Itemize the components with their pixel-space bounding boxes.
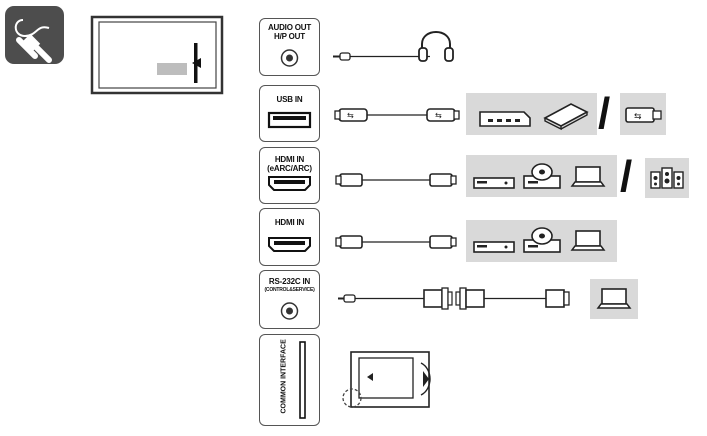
connection-icon <box>5 6 64 64</box>
usb-drive-box-icon <box>543 103 589 131</box>
laptop-icon <box>570 166 606 187</box>
usb-in-label: USB IN <box>276 95 303 104</box>
hdmi-in-label: HDMI IN <box>274 218 305 227</box>
hdmi-earc-label: HDMI IN (eARC/ARC) <box>267 155 312 173</box>
svg-text:⇆: ⇆ <box>347 111 354 120</box>
headphones-icon <box>418 31 454 62</box>
rs232c-label: RS-232C IN <box>268 277 311 286</box>
common-interface-port <box>259 334 320 426</box>
disc-player-icon <box>523 227 561 253</box>
usb-cable: ⇆ ⇆ <box>334 108 460 122</box>
set-top-box-icon <box>473 241 515 253</box>
audio-out-label: AUDIO OUT H/P OUT <box>267 23 312 41</box>
rs232c-sublabel: (CONTROL&SERVICE) <box>264 287 315 293</box>
ci-module-icon <box>342 351 431 408</box>
hdmi-earc-port: HDMI IN (eARC/ARC) <box>259 147 320 204</box>
rs232c-cable <box>338 287 570 310</box>
hdmi-in-cable <box>335 235 457 249</box>
external-hdd-icon <box>479 111 531 127</box>
audio-out-port: AUDIO OUT H/P OUT <box>259 18 320 76</box>
audio-cable <box>333 52 430 61</box>
rs232c-port: RS-232C IN (CONTROL&SERVICE) <box>259 270 320 329</box>
usb-stick-icon: ⇆ <box>625 107 662 123</box>
usb-in-port: USB IN <box>259 85 320 142</box>
svg-text:⇆: ⇆ <box>634 112 642 122</box>
set-top-box-icon <box>473 177 515 189</box>
hdmi-in-port: HDMI IN <box>259 208 320 266</box>
slash-separator-usb: / <box>598 89 611 138</box>
common-interface-label: COMMON INTERFACE <box>280 339 288 414</box>
laptop-icon <box>570 230 606 251</box>
disc-player-icon <box>523 163 561 189</box>
hdmi-earc-cable <box>335 173 457 187</box>
slash-separator-earc: / <box>620 152 633 201</box>
laptop-icon <box>596 288 632 309</box>
speaker-system-icon <box>650 167 684 189</box>
tv-rear-panel <box>89 15 225 95</box>
svg-text:⇆: ⇆ <box>435 111 442 120</box>
